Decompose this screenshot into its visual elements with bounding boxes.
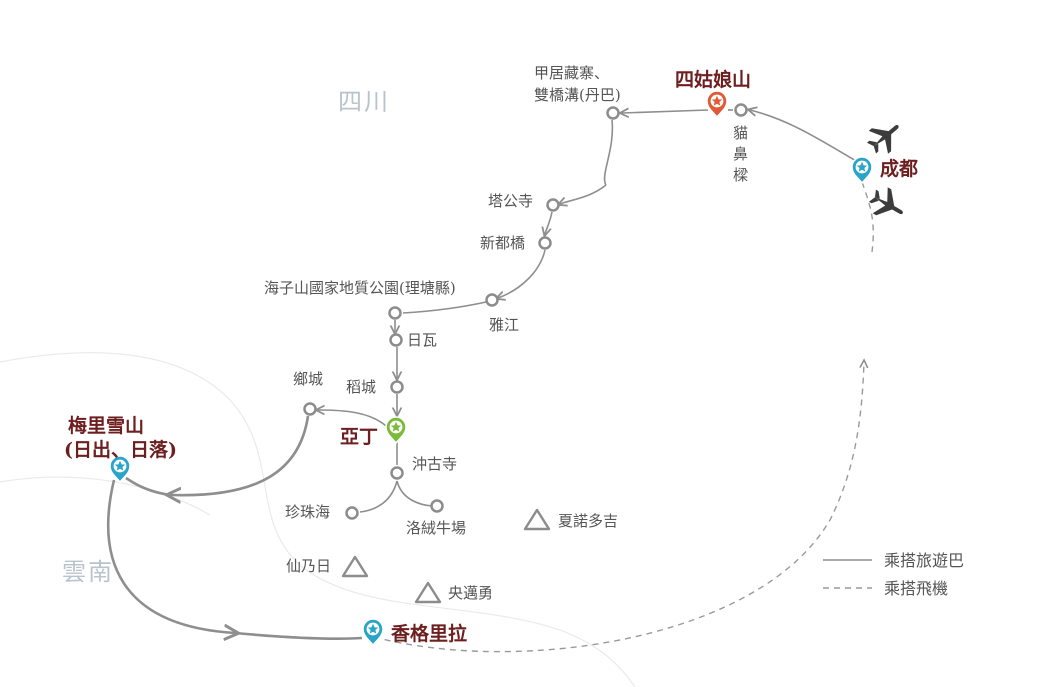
- bus-route-xinduqiao-yajiang: [498, 249, 546, 298]
- bus-route-meili-arc: [125, 476, 171, 497]
- bus-route-siguniang-jiaju: [622, 110, 709, 113]
- stop-marker-zhenzhuhai: [345, 506, 359, 520]
- legend: 乘搭旅遊巴 乘搭飛機: [823, 551, 964, 598]
- bus-route-meili-shangrila: [107, 479, 235, 633]
- stop-label-riwa: 日瓦: [407, 331, 437, 349]
- bus-route-yajiang-haizishan: [402, 301, 487, 314]
- stop-label-xinduqiao: 新都橋: [480, 234, 525, 252]
- stop-label-jiaju-1: 甲居藏寨、: [534, 64, 609, 82]
- major-stop-label-yading: 亞丁: [340, 426, 378, 448]
- location-pin-star-icon: [851, 156, 873, 184]
- stop-marker-riwa: [389, 333, 403, 347]
- stop-label-maobiliang-3: 樑: [733, 166, 748, 184]
- major-stop-label-chengdu: 成都: [880, 157, 918, 180]
- stop-marker-haizishan: [388, 306, 402, 320]
- location-pin-star-icon: [706, 90, 728, 118]
- legend-flight-label: 乘搭飛機: [884, 579, 948, 598]
- major-stop-label-shangrila: 香格里拉: [390, 622, 467, 645]
- stop-label-chonggu: 沖古寺: [412, 455, 457, 473]
- major-stop-label-siguniang: 四姑娘山: [675, 68, 751, 91]
- stop-marker-maobiliang: [734, 103, 748, 117]
- stop-marker-jiaju: [606, 106, 620, 120]
- bus-route-chonggu-zhenzhuhai: [359, 480, 398, 513]
- province-border: [0, 476, 211, 516]
- stop-marker-xinduqiao: [538, 236, 552, 250]
- region-label-sichuan: 四川: [338, 88, 390, 116]
- flight-route-outbound: [861, 181, 874, 253]
- stop-label-maobiliang-1: 貓: [733, 124, 748, 142]
- stop-label-yajiang: 雅江: [489, 316, 519, 334]
- bus-route-yading-xiangcheng: [318, 410, 387, 427]
- stop-marker-luorong: [430, 499, 444, 513]
- mountain-peak-icon: [341, 555, 369, 578]
- stop-label-jiaju-2: 雙橋溝(丹巴): [534, 86, 621, 104]
- stop-label-maobiliang-2: 鼻: [733, 145, 748, 163]
- stop-label-haizishan: 海子山國家地質公園(理塘縣): [264, 279, 456, 297]
- location-pin-star-icon: [362, 618, 384, 646]
- bus-route-tagong-xinduqiao: [545, 211, 553, 234]
- peak-label-xianuoduoji: 夏諾多吉: [558, 512, 618, 530]
- peak-label-xiannairi: 仙乃日: [286, 557, 331, 575]
- stop-label-daocheng: 稻城: [346, 378, 376, 396]
- stop-marker-xiangcheng: [303, 402, 317, 416]
- stop-marker-chonggu: [390, 466, 404, 480]
- bus-route-chonggu-luorong: [396, 480, 433, 507]
- region-label-yunnan: 雲南: [62, 558, 114, 586]
- bus-route-chengdu-maobiliang: [750, 110, 859, 163]
- stop-marker-tagong: [546, 198, 560, 212]
- airplane-icon: [861, 114, 908, 160]
- airplane-icon: [864, 182, 911, 227]
- stop-marker-yajiang: [485, 293, 499, 307]
- legend-bus-label: 乘搭旅遊巴: [884, 551, 964, 570]
- stop-label-luorong: 洛絨牛場: [406, 519, 466, 537]
- bus-route-meili-shangrila-end: [234, 631, 363, 641]
- location-pin-star-icon: [385, 416, 407, 444]
- province-border: [0, 352, 636, 687]
- bus-route-jiaju-tagong: [560, 119, 614, 204]
- stop-label-xiangcheng: 鄉城: [293, 370, 323, 388]
- stop-label-zhenzhuhai: 珍珠海: [285, 503, 330, 521]
- bus-route-xiangcheng-meili: [170, 415, 310, 495]
- major-stop-label-meili-2: (日出、日落): [64, 438, 177, 461]
- stop-label-tagong: 塔公寺: [488, 192, 533, 210]
- flight-route-return: [373, 362, 864, 653]
- major-stop-label-meili-1: 梅里雪山: [68, 414, 144, 437]
- peak-label-yangmaiyong: 央邁勇: [448, 584, 493, 602]
- stop-marker-daocheng: [390, 380, 404, 394]
- mountain-peak-icon: [414, 581, 442, 604]
- mountain-peak-icon: [523, 508, 551, 531]
